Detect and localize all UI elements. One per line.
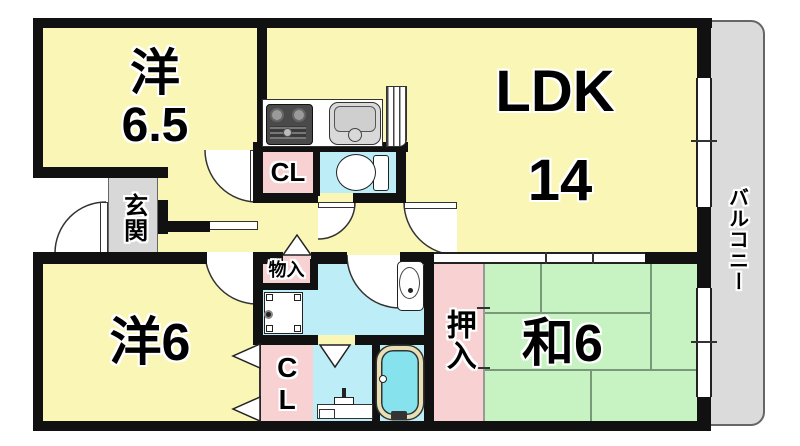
wall (158, 200, 168, 234)
washbasin-bowl (399, 267, 420, 299)
tatami-line (650, 257, 652, 371)
washer-pan-corner (266, 294, 273, 301)
toilet-icon (336, 154, 376, 191)
boundary-tick (477, 307, 490, 309)
room-ldk-size: 14 (527, 147, 593, 213)
closet-accordion-line (259, 345, 261, 421)
window-tick (691, 140, 717, 142)
folding-door-icon (318, 344, 352, 369)
window-tick (691, 341, 717, 343)
room-japanese-label: 和6 (522, 314, 603, 373)
door-leaf (100, 202, 108, 253)
door-arc-western1 (204, 149, 258, 203)
room-western1-label: 洋 (130, 44, 180, 101)
oshiire-boundary-line (483, 258, 485, 421)
wall (313, 146, 320, 196)
closet-lower-area (260, 345, 313, 421)
wall (33, 252, 43, 431)
oshiire-area (434, 263, 483, 421)
tatami-line (484, 369, 706, 371)
wall (33, 18, 712, 28)
wall (697, 18, 711, 78)
tatami-line (540, 257, 542, 314)
tatami-line (590, 369, 592, 421)
closet-upper-label: CL (270, 157, 306, 188)
washer-pan-corner (266, 325, 273, 332)
door-arc-washroom (346, 254, 401, 309)
wall (311, 252, 347, 264)
room-ldk-label: LDK (495, 58, 615, 124)
sliding-door-tick (545, 252, 547, 264)
room-western1-size: 6.5 (121, 98, 189, 152)
wall (168, 221, 210, 232)
wall (33, 167, 168, 178)
sliding-door (430, 252, 645, 264)
wall (353, 193, 406, 203)
sliding-door-tick (592, 252, 594, 264)
wall (253, 142, 263, 203)
door-threshold (206, 221, 258, 230)
balcony-label: バルコニー (725, 186, 748, 292)
entrance-label: 玄関 (119, 193, 147, 243)
wall (697, 207, 711, 288)
wall (424, 252, 434, 423)
wall (33, 252, 207, 264)
wall (253, 252, 263, 345)
stove-burner (292, 108, 306, 122)
door-leaf (318, 202, 355, 208)
wall (260, 283, 315, 290)
folding-door-icon (281, 233, 313, 256)
refrigerator-space-icon (386, 86, 407, 147)
wall (33, 421, 711, 431)
wall (253, 335, 318, 345)
stove-burner (270, 108, 284, 122)
oshiire-label: 押入 (441, 309, 475, 371)
wall (372, 343, 380, 423)
window-ldk (696, 78, 712, 207)
wall (257, 252, 283, 264)
door-leaf (404, 202, 457, 209)
door-arc-toilet (317, 201, 356, 240)
washbasin-drain (408, 288, 413, 293)
door-arc-western2 (204, 251, 258, 305)
bath-faucet-stem (342, 388, 346, 398)
bathtub-knob (379, 375, 387, 383)
wall (355, 335, 434, 345)
bath-mat (319, 409, 335, 419)
sink-drain (348, 128, 362, 142)
wall (253, 142, 408, 152)
closet-upper-area (263, 152, 313, 193)
washer-pan-corner (294, 294, 301, 301)
wall (253, 193, 318, 203)
accordion-door-icon (231, 342, 261, 423)
door-arc-ldk (403, 201, 458, 256)
bath-faucet-icon (334, 397, 354, 405)
wall (257, 25, 267, 147)
monoire-label: 物入 (268, 259, 305, 280)
wall (33, 18, 43, 178)
door-arc-entrance (54, 201, 107, 254)
room-western2-label: 洋6 (109, 313, 191, 372)
wall (645, 252, 711, 264)
bathtub-faucet (391, 411, 407, 420)
wall (310, 259, 318, 290)
closet-lower-label: CL (271, 352, 303, 416)
washer-pan-corner (294, 325, 301, 332)
wall (697, 397, 711, 425)
wall (396, 142, 406, 203)
tatami-line (484, 312, 651, 314)
boundary-tick (477, 367, 490, 369)
washer-drain (264, 310, 273, 319)
stove-knob (283, 128, 292, 137)
